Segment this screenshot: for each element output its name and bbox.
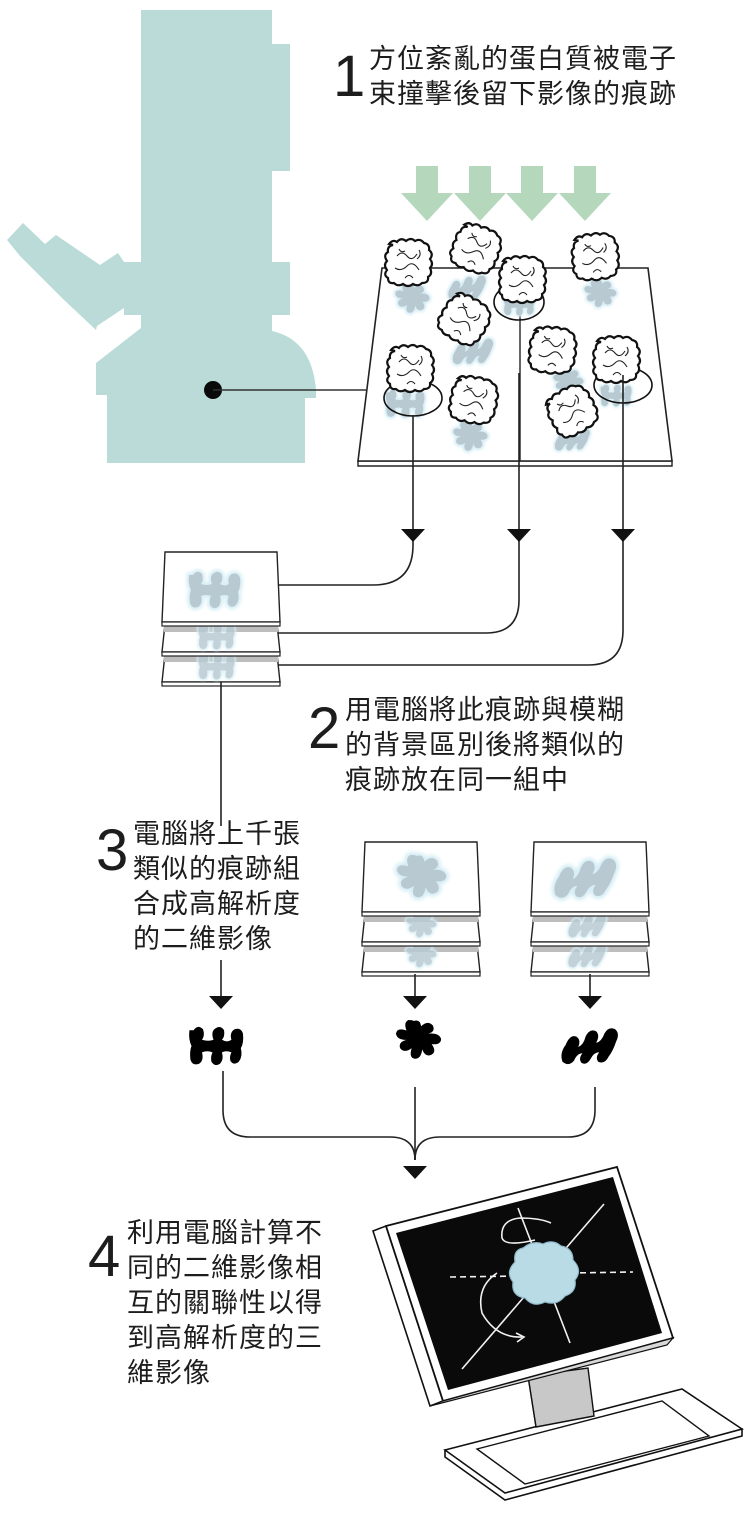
down-arrowhead <box>403 996 427 1009</box>
step-1-line: 束撞擊後留下影像的痕跡 <box>369 79 677 110</box>
step-1-number: 1 <box>333 44 366 109</box>
step-3-line: 合成高解析度 <box>133 889 301 920</box>
step-3-line: 的二維影像 <box>133 924 273 955</box>
image-stack <box>530 841 650 977</box>
keyboard-keys-area <box>475 1400 711 1485</box>
beam-arrow-icon <box>559 166 611 221</box>
down-arrowhead <box>611 529 635 542</box>
class-average-2d-image <box>189 1026 244 1066</box>
stacked-image <box>361 909 481 947</box>
protein-imprint <box>395 283 429 313</box>
image-stack <box>161 551 281 687</box>
microscope-body <box>7 10 316 463</box>
beam-arrow-icon <box>506 166 558 221</box>
protein-particle-icon <box>526 323 580 377</box>
image-stacks <box>161 551 650 977</box>
merge-lines <box>222 1071 596 1161</box>
imprint <box>189 572 241 608</box>
blurred-imprint <box>196 652 237 682</box>
step-3-line: 類似的痕跡組 <box>133 854 301 885</box>
step-4-text: 利用電腦計算不 同的二維影像相 互的關聯性以得 到高解析度的三 維影像 <box>127 1216 323 1391</box>
beam-arrow-icon <box>401 166 453 221</box>
down-arrowhead <box>401 529 425 542</box>
protein-particle-icon <box>497 254 548 305</box>
electron-beam-arrows <box>401 166 611 221</box>
protein-imprint <box>582 277 619 309</box>
step-1-line: 方位紊亂的蛋白質被電子 <box>369 44 677 75</box>
step-2-line: 的背景區別後將類似的 <box>345 730 625 761</box>
step-3-number: 3 <box>96 818 129 883</box>
class-averages-2d <box>189 1019 618 1066</box>
down-arrowhead <box>507 529 531 542</box>
step-4-line: 利用電腦計算不 <box>127 1218 323 1249</box>
flow-lines-grid-to-stack <box>275 373 624 666</box>
step-2-line: 用電腦將此痕跡與模糊 <box>345 695 625 726</box>
step-4-line: 同的二維影像相 <box>127 1253 323 1284</box>
electron-microscope-icon <box>7 10 366 463</box>
step-4-line: 互的關聯性以得 <box>127 1288 323 1319</box>
protein-3d-model <box>508 1241 580 1305</box>
protein-particle-icon <box>383 237 434 288</box>
stacked-image <box>530 941 650 977</box>
step-2-number: 2 <box>308 696 341 761</box>
flow-arrowheads <box>401 529 635 542</box>
step-2-line: 痕跡放在同一組中 <box>345 765 569 796</box>
merge-arrowhead <box>403 1166 427 1179</box>
stacked-image <box>530 841 650 917</box>
step-1-text: 方位紊亂的蛋白質被電子 束撞擊後留下影像的痕跡 <box>369 42 677 112</box>
image-stack <box>361 841 481 977</box>
protein-particle-icon <box>385 343 436 394</box>
stacked-image <box>361 841 481 917</box>
stacked-image <box>161 551 281 627</box>
computer-monitor-icon <box>372 1165 744 1501</box>
protein-imprint <box>453 421 487 451</box>
step-3-text: 電腦將上千張 類似的痕跡組 合成高解析度 的二維影像 <box>133 817 301 957</box>
protein-imprint <box>383 388 427 420</box>
blurred-imprint <box>196 622 237 652</box>
imprint <box>397 855 446 898</box>
beam-arrow-icon <box>454 166 506 221</box>
step-2-text: 用電腦將此痕跡與模糊 的背景區別後將類似的 痕跡放在同一組中 <box>345 693 625 798</box>
flow-arrowheads-to-class <box>209 996 602 1009</box>
down-arrowhead <box>209 996 233 1009</box>
step-3-line: 電腦將上千張 <box>133 819 301 850</box>
stacked-image <box>161 622 281 657</box>
class-average-2d-image <box>395 1019 442 1059</box>
class-average-2d-image <box>561 1028 618 1065</box>
step-4-line: 維影像 <box>127 1358 211 1389</box>
step-4-line: 到高解析度的三 <box>127 1323 323 1354</box>
stacked-image <box>530 911 650 947</box>
protein-particle-icon <box>591 334 642 385</box>
step-4-number: 4 <box>88 1224 121 1289</box>
stacked-image <box>161 652 281 687</box>
flow-line-stack-to-class <box>220 682 591 998</box>
stacked-image <box>361 939 481 977</box>
protein-particle-icon <box>568 230 622 284</box>
down-arrowhead <box>578 996 602 1009</box>
